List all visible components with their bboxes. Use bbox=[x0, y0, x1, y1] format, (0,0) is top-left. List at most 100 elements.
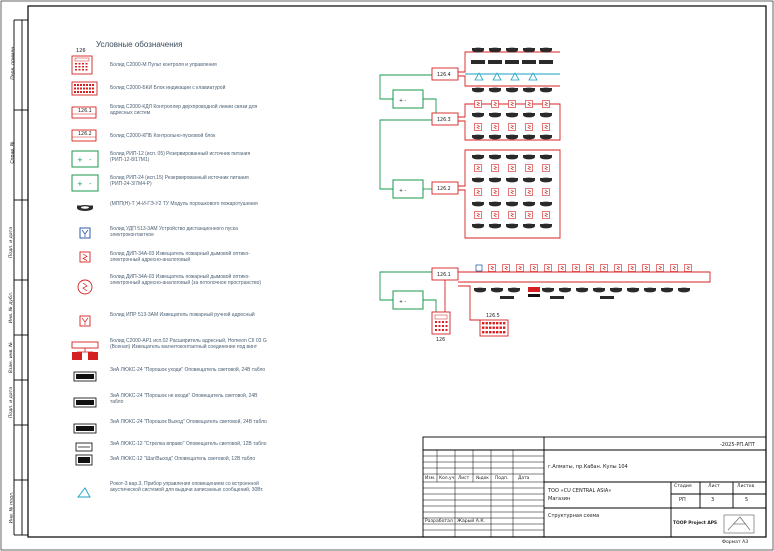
tag-b: 126.3 bbox=[437, 117, 451, 123]
detector-row-b bbox=[472, 100, 552, 140]
detector-row-d bbox=[475, 264, 692, 272]
psu-c: + - bbox=[392, 290, 424, 310]
stage-header: Стадия bbox=[674, 484, 692, 489]
sidebar-label: Инв. № подл. bbox=[9, 491, 15, 524]
sidebar-stamp bbox=[13, 19, 28, 536]
legend-item-text: Болид ИПР 513-3АМ Извещатель пожарный ру… bbox=[110, 312, 255, 318]
title-block bbox=[422, 436, 767, 538]
col-header: Кол.уч bbox=[439, 476, 455, 481]
device-box-d: 126.1 bbox=[431, 267, 459, 281]
extinguisher-module-icon bbox=[77, 205, 93, 211]
sidebar-label: Инв. № дубл. bbox=[9, 291, 15, 324]
author-role: Разработал bbox=[425, 519, 453, 524]
rip24-icon: + - bbox=[71, 174, 99, 192]
legend-item-text: ЗиА ЛЮКС-24 "Порошок не входи" Оповещате… bbox=[110, 393, 258, 406]
psu-a: + - bbox=[392, 89, 424, 109]
expander-icon bbox=[71, 341, 99, 360]
manual-call-point-icon bbox=[79, 315, 91, 327]
speaker-icon bbox=[77, 487, 91, 498]
col-header: №док bbox=[476, 476, 489, 481]
legend-title: Условные обозначения bbox=[96, 40, 183, 49]
sidebar-label: Подп. и дата bbox=[9, 226, 15, 259]
rip12-icon: + - bbox=[71, 150, 99, 168]
svg-text:+ -: + - bbox=[399, 98, 407, 104]
legend-item-text: ЗиА ЛЮКС-24 "Порошок Выход" Оповещатель … bbox=[110, 419, 267, 425]
col-header: Лист bbox=[458, 476, 470, 481]
tag-a: 126.4 bbox=[437, 72, 451, 78]
device-box-b: 126.3 bbox=[431, 112, 459, 126]
object-line2: Магазин bbox=[548, 496, 571, 502]
sidebar-label: Подп. и дата bbox=[9, 386, 15, 419]
kdl-tag: 126.1 bbox=[78, 108, 92, 114]
legend-item-text: Болид УДП 513-3АМ Устройство дистанционн… bbox=[110, 226, 238, 239]
legend-item-text: Болид С2000-КДЛ Контроллер двухпроводной… bbox=[110, 104, 258, 117]
svg-text:+: + bbox=[77, 156, 83, 164]
wiring-diagram: + - + - + - 126.4 126.3 bbox=[379, 47, 711, 343]
format-label: Формат А3 bbox=[722, 540, 749, 545]
detector-row-c bbox=[472, 154, 552, 229]
sheet-value: 3 bbox=[711, 497, 715, 503]
sheet-header: Лист bbox=[708, 484, 720, 489]
legend-item-text: Болид ДИП-34А-03 Извещатель пожарный дым… bbox=[110, 274, 262, 287]
diagram-indication-block: 126.5 bbox=[479, 313, 509, 337]
detector-row-a1 bbox=[471, 47, 553, 64]
ppk-block-icon: 126.2 bbox=[71, 129, 97, 142]
tag-f: 126 bbox=[436, 337, 445, 343]
sidebar-label: Перв. примен. bbox=[10, 45, 16, 80]
remote-start-icon bbox=[79, 227, 91, 239]
legend-item-text: (МПП(Н)-Т )4-И-ГЭ-У2 ТУ Модуль порошково… bbox=[110, 201, 258, 207]
svg-text:-: - bbox=[89, 180, 92, 188]
sign-exit-icon bbox=[75, 454, 93, 466]
svg-text:+ -: + - bbox=[399, 299, 407, 305]
sign-powder-icon bbox=[73, 371, 97, 382]
legend-item-text: Болид РИП-24 (исп.15) Резервированный ис… bbox=[110, 175, 249, 188]
inner-frame bbox=[27, 5, 767, 538]
legend-item-text: ЗиА ЛЮКС-12 "Стрелка вправо" Оповещатель… bbox=[110, 441, 267, 447]
device-box-a: 126.4 bbox=[431, 67, 459, 81]
legend-item-text: Болид С2000-АР1 исп.02 Расширитель адрес… bbox=[110, 338, 267, 351]
svg-text:+ -: + - bbox=[399, 188, 407, 194]
indication-block-icon bbox=[71, 81, 98, 96]
diagram-control-panel: 126 bbox=[431, 311, 451, 343]
tag-d: 126.1 bbox=[437, 272, 451, 278]
device-box-c: 126.2 bbox=[431, 181, 459, 195]
sidebar-label: Справ. № bbox=[10, 141, 16, 164]
detector-row-a2 bbox=[472, 87, 552, 93]
legend-item-text: Рокот-3 вар.3, Прибор управления оповеще… bbox=[110, 481, 264, 494]
sign-arrow-icon bbox=[75, 442, 93, 452]
tag-e: 126.5 bbox=[486, 313, 500, 319]
col-header: Подп. bbox=[495, 476, 509, 481]
smoke-detector-ceiling-icon bbox=[77, 279, 93, 295]
detector-row-d2 bbox=[474, 287, 690, 299]
doc-code: -2025-РП.АПТ bbox=[720, 442, 755, 448]
legend-item-text: Болид ДИП-34А-03 Извещатель пожарный дым… bbox=[110, 251, 250, 264]
author-name: Жарый А.К. bbox=[457, 519, 486, 524]
sign-no-enter-icon bbox=[73, 397, 97, 408]
legend-item-text: ЗиА ЛЮКС-12 "Шаг/Выход" Оповещатель свет… bbox=[110, 456, 256, 462]
legend-header-tag: 126 bbox=[76, 48, 86, 54]
company-logo bbox=[723, 514, 755, 534]
col-header: Дата bbox=[518, 476, 530, 481]
sign-auto-icon bbox=[73, 423, 97, 434]
svg-text:+: + bbox=[77, 180, 83, 188]
smoke-detector-icon bbox=[79, 251, 91, 263]
legend-item-text: Болид С2000-М Пульт контроля и управлени… bbox=[110, 62, 217, 68]
address: г.Алматы, пр.Кабан. Кулы 104 bbox=[548, 464, 628, 470]
object-line1: ТОО «CU CENTRAL ASIA» bbox=[548, 488, 612, 494]
company-name: TOOP Project APS bbox=[673, 521, 718, 526]
sheets-header: Листов bbox=[737, 484, 755, 489]
legend-item-text: Болид РИП-12 (исп. 05) Резервированный и… bbox=[110, 151, 251, 164]
control-panel-icon bbox=[71, 55, 93, 75]
legend-item-text: ЗиА ЛЮКС-24 "Порошок уходи" Оповещатель … bbox=[110, 367, 266, 373]
sheets-value: 5 bbox=[745, 497, 749, 503]
psu-b: + - bbox=[392, 179, 424, 199]
sidebar-label: Взам. инв. № bbox=[9, 341, 15, 374]
kdl-controller-icon: 126.1 bbox=[71, 106, 97, 119]
speaker-row-a bbox=[474, 72, 538, 81]
sheet-title: Структурная схема bbox=[548, 513, 600, 519]
legend-item-text: Болид С2000-КПБ Контрольно-пусковой блок bbox=[110, 133, 216, 139]
legend-item-text: Болид С2000-БКИ Блок индикации с клавиат… bbox=[110, 85, 226, 91]
ppk-tag: 126.2 bbox=[78, 131, 92, 137]
